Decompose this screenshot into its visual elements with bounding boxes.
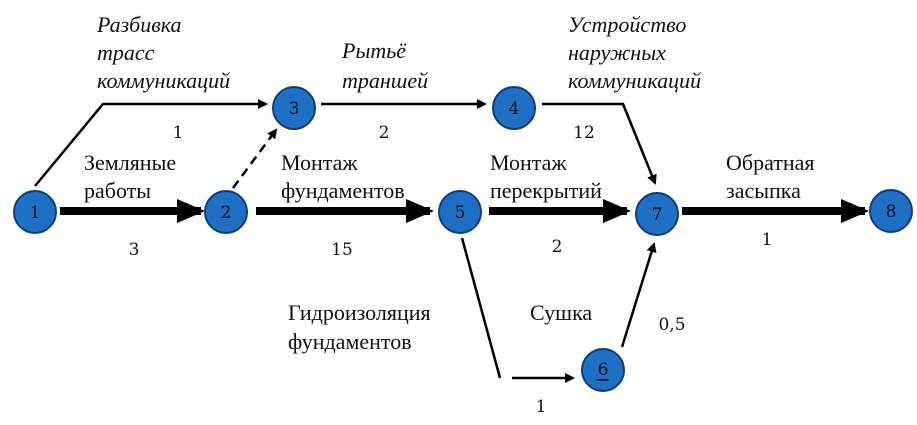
- node-2-label: 2: [221, 203, 232, 223]
- node-4: 4: [492, 86, 536, 130]
- node-3-label: 3: [289, 99, 300, 119]
- label-edge-2-5: Монтаж фундаментов: [281, 150, 405, 203]
- node-7: 7: [635, 192, 679, 236]
- duration-edge-4-7: 12: [573, 123, 595, 143]
- node-2: 2: [204, 190, 248, 234]
- node-4-label: 4: [509, 99, 520, 119]
- node-1: 1: [13, 190, 57, 234]
- edge-4-7: [542, 102, 657, 185]
- duration-edge-1-3: 1: [173, 123, 184, 143]
- edge-5-6-part1: [460, 237, 502, 379]
- edge-6-7: [620, 242, 657, 348]
- label-edge-5-6: Гидроизоляция фундаментов: [288, 300, 436, 354]
- node-1-label: 1: [30, 203, 41, 223]
- node-3: 3: [272, 86, 316, 130]
- node-7-label: 7: [652, 205, 663, 225]
- node-8: 8: [869, 189, 913, 233]
- duration-edge-6-7: 0,5: [658, 315, 685, 335]
- node-5-label: 5: [455, 203, 466, 223]
- node-8-label: 8: [886, 202, 897, 222]
- duration-edge-3-4: 2: [379, 123, 390, 143]
- label-edge-3-4: Рытьё траншей: [341, 38, 428, 93]
- duration-edge-1-2: 3: [129, 240, 140, 260]
- duration-edge-7-8: 1: [762, 230, 773, 250]
- duration-edge-2-5: 15: [331, 240, 353, 260]
- label-edge-1-2: Земляные работы: [84, 150, 182, 203]
- node-6: 6: [581, 348, 625, 392]
- label-edge-1-3: Разбивка трасс коммуникаций: [96, 12, 230, 93]
- edge-2-3: [231, 128, 278, 189]
- duration-edge-5-6: 1: [536, 397, 547, 417]
- node-6-label: 6: [598, 360, 609, 380]
- label-edge-4-7: Устройство наружных коммуникаций: [568, 12, 701, 93]
- duration-edge-5-7: 2: [552, 237, 563, 257]
- label-edge-5-7: Монтаж перекрытий: [490, 150, 602, 203]
- label-edge-7-8: Обратная засыпка: [726, 150, 820, 203]
- node-5: 5: [438, 190, 482, 234]
- label-edge-6-7: Сушка: [530, 300, 592, 325]
- edge-1-3: [34, 99, 268, 187]
